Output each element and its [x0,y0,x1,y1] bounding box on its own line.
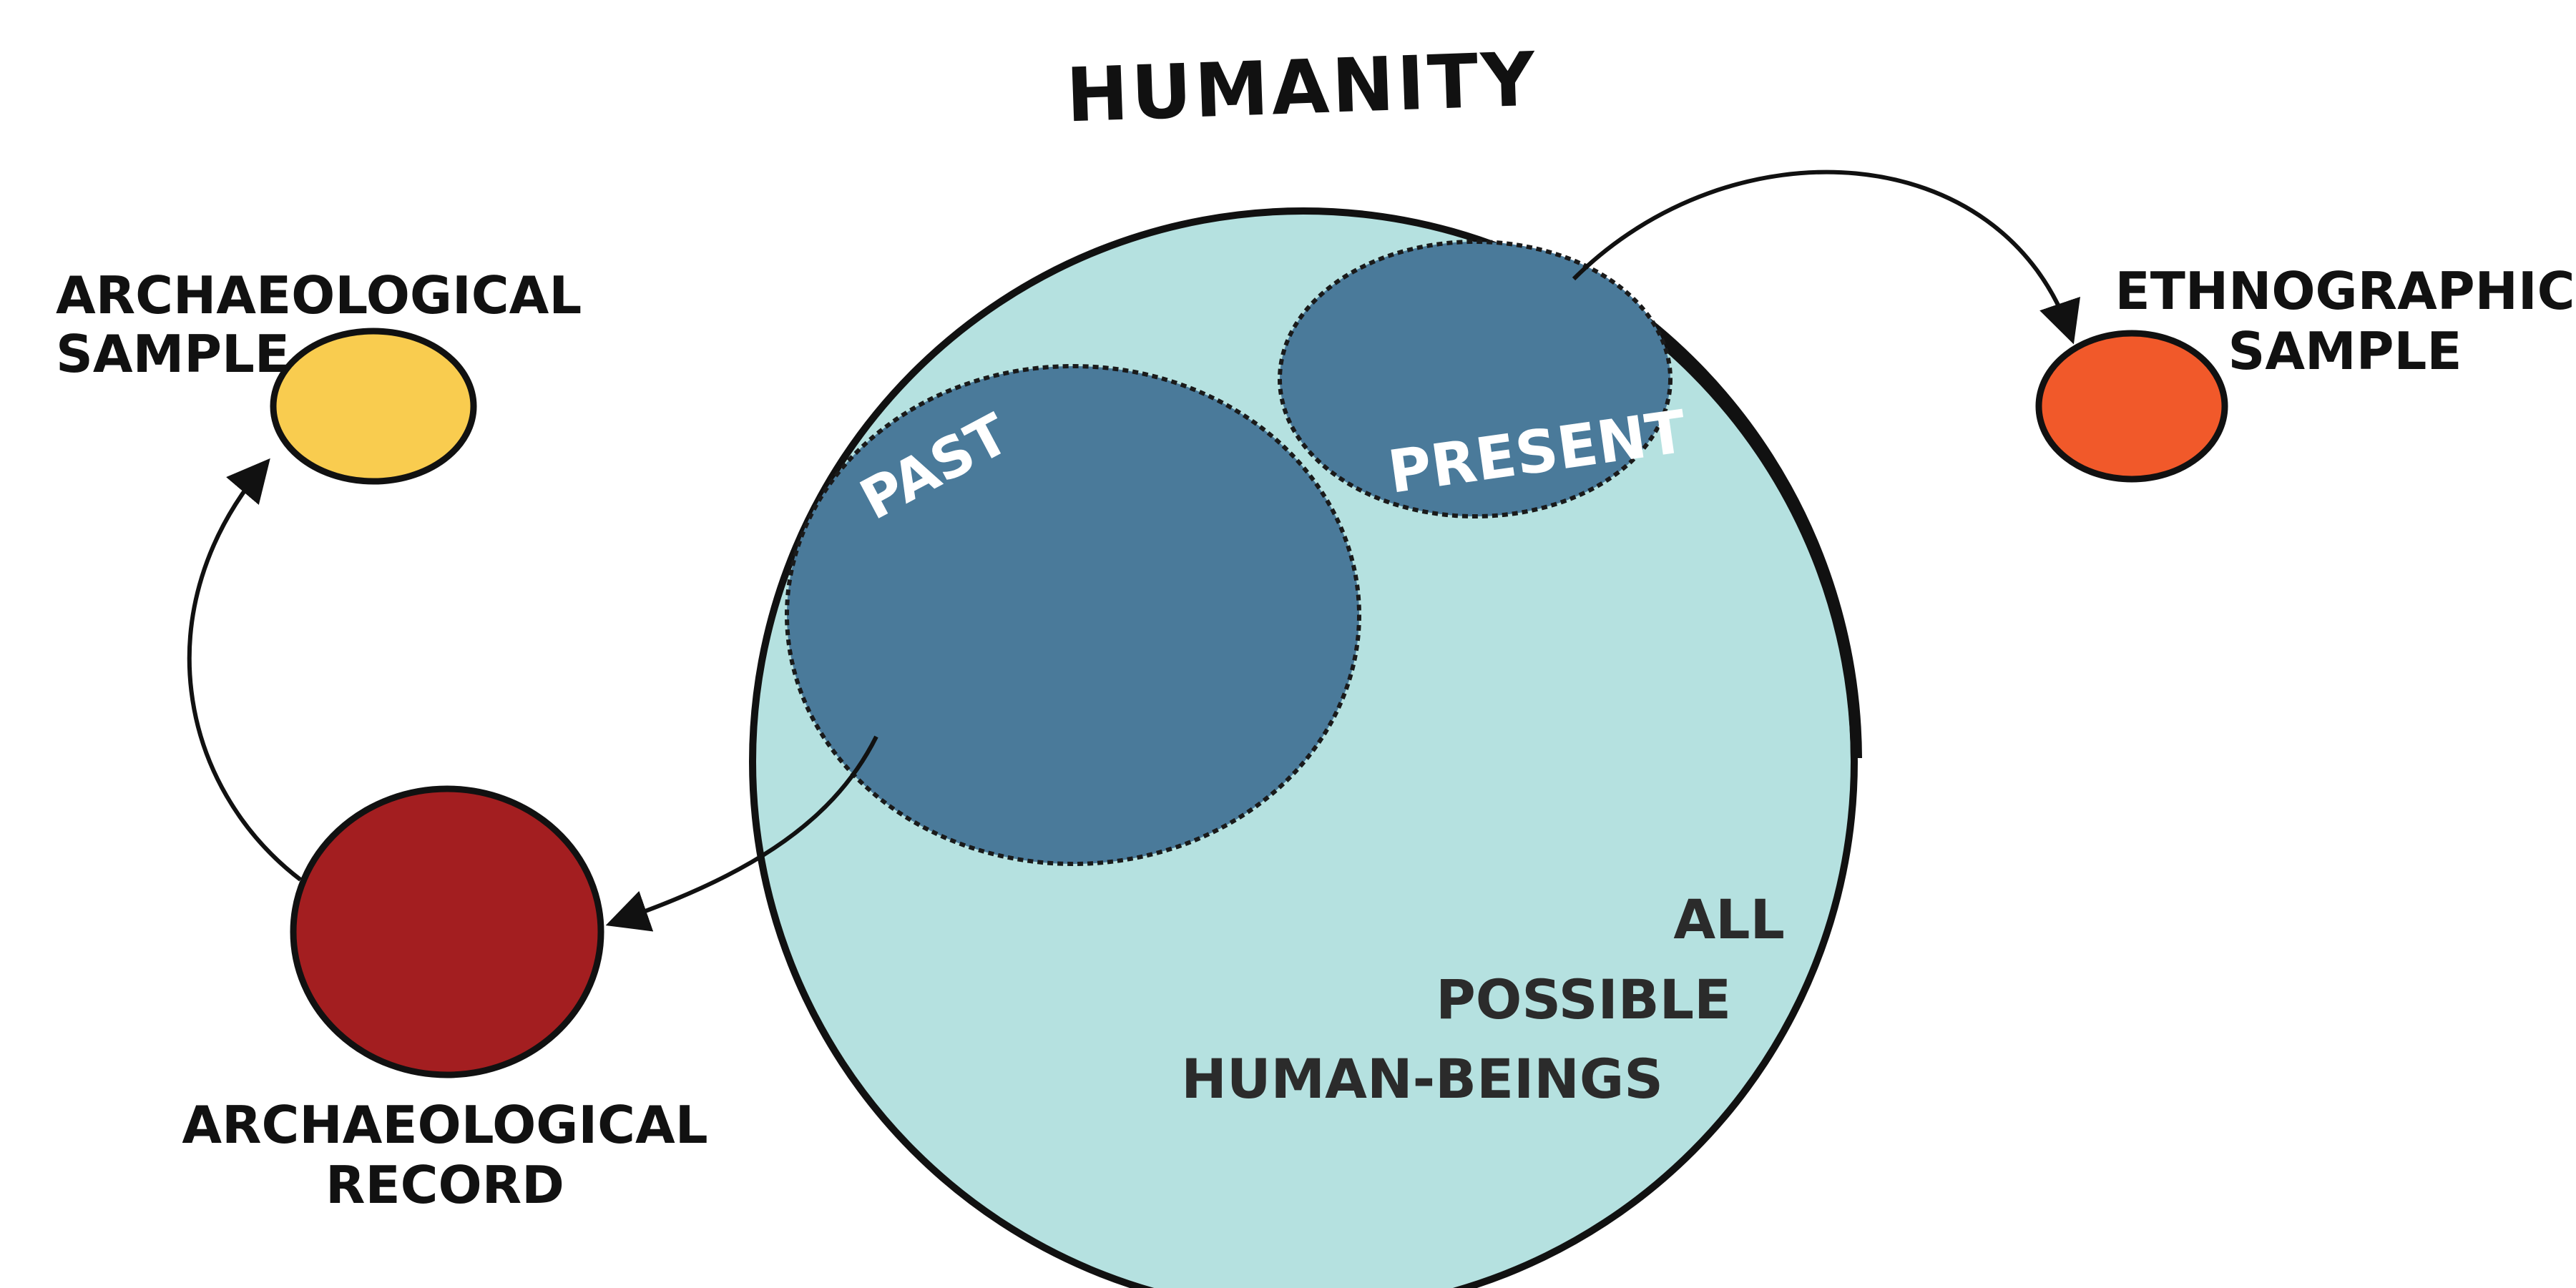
arrow-record-to-sample [187,458,302,882]
archaeological-record-node: ARCHAEOLOGICAL RECORD [182,785,708,1215]
present-region: PRESENT [1278,240,1690,518]
archaeological-sample-node: ARCHAEOLOGICAL SAMPLE [56,265,582,485]
humanity-circle-outer-stroke [1592,281,1862,759]
all-possible-label: ALL POSSIBLE HUMAN-BEINGS [1181,888,1785,1111]
all-possible-line-1: ALL [1673,888,1785,951]
ethnographic-sample-ellipse [2035,330,2228,483]
ethnographic-sample-node: ETHNOGRAPHIC SAMPLE [2035,261,2575,483]
arrow-past-to-record [605,735,878,932]
archaeological-record-line-1: ARCHAEOLOGICAL [182,1095,707,1155]
all-possible-line-3: HUMAN-BEINGS [1181,1047,1663,1111]
arrow-present-to-ethnographic [1572,169,2080,345]
archaeological-record-ellipse [290,785,604,1078]
archaeological-sample-line-1: ARCHAEOLOGICAL [56,265,582,325]
diagram-title: HUMANITY [1064,36,1539,139]
archaeological-record-line-2: RECORD [325,1155,564,1215]
archaeological-sample-line-2: SAMPLE [56,324,290,384]
ethnographic-sample-line-1: ETHNOGRAPHIC [2115,261,2575,321]
ethnographic-sample-line-2: SAMPLE [2228,321,2462,381]
archaeological-sample-ellipse [270,328,477,485]
all-possible-line-2: POSSIBLE [1436,968,1731,1031]
past-region: PAST [785,364,1361,866]
